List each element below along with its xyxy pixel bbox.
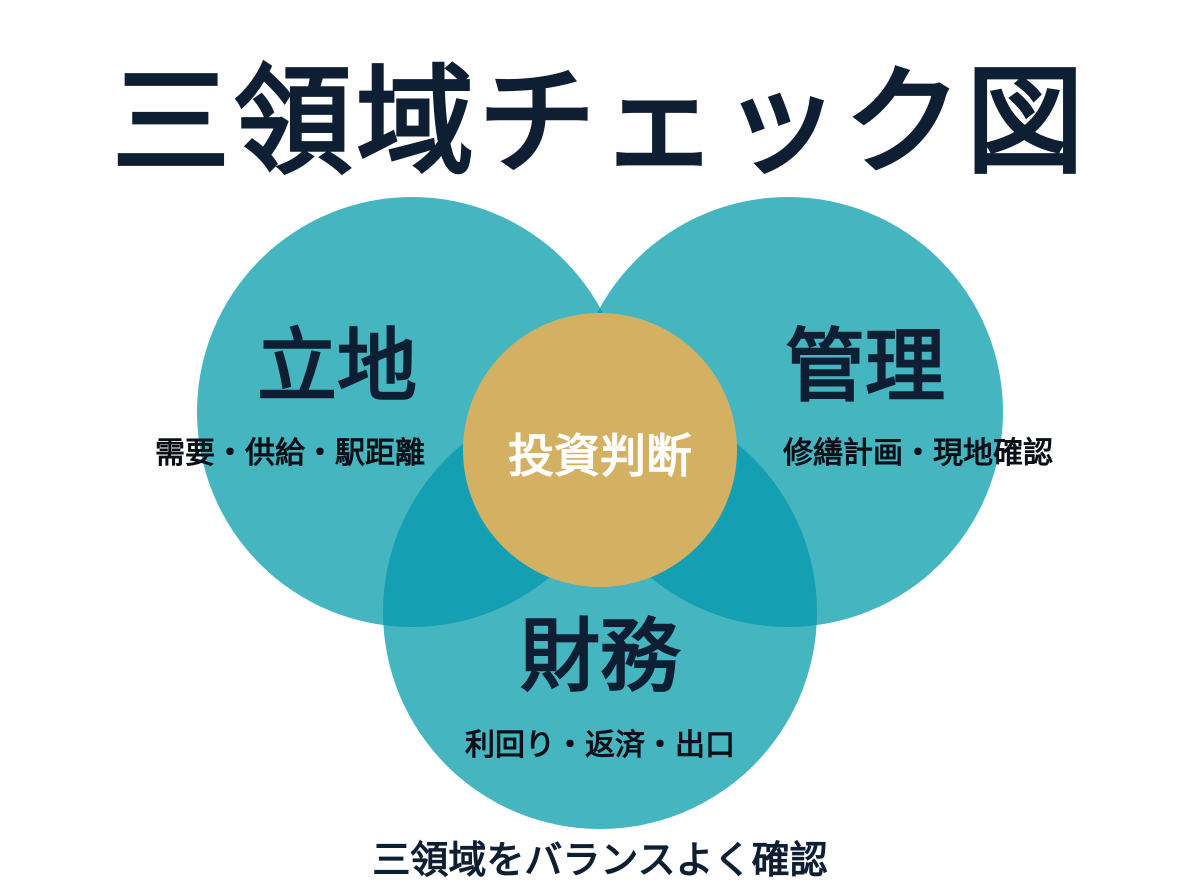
footer-caption: 三領域をバランスよく確認 <box>372 838 828 882</box>
finance-detail: 利回り・返済・出口 <box>465 728 735 763</box>
management-detail: 修繕計画・現地確認 <box>783 436 1053 471</box>
finance-title: 財務 <box>520 610 680 703</box>
management-title: 管理 <box>785 320 945 413</box>
location-detail: 需要・供給・駅距離 <box>155 436 425 471</box>
center-label: 投資判断 <box>508 429 692 483</box>
location-title: 立地 <box>257 320 417 413</box>
center-circle <box>463 313 737 587</box>
diagram-title: 三領域チェック図 <box>111 53 1088 191</box>
